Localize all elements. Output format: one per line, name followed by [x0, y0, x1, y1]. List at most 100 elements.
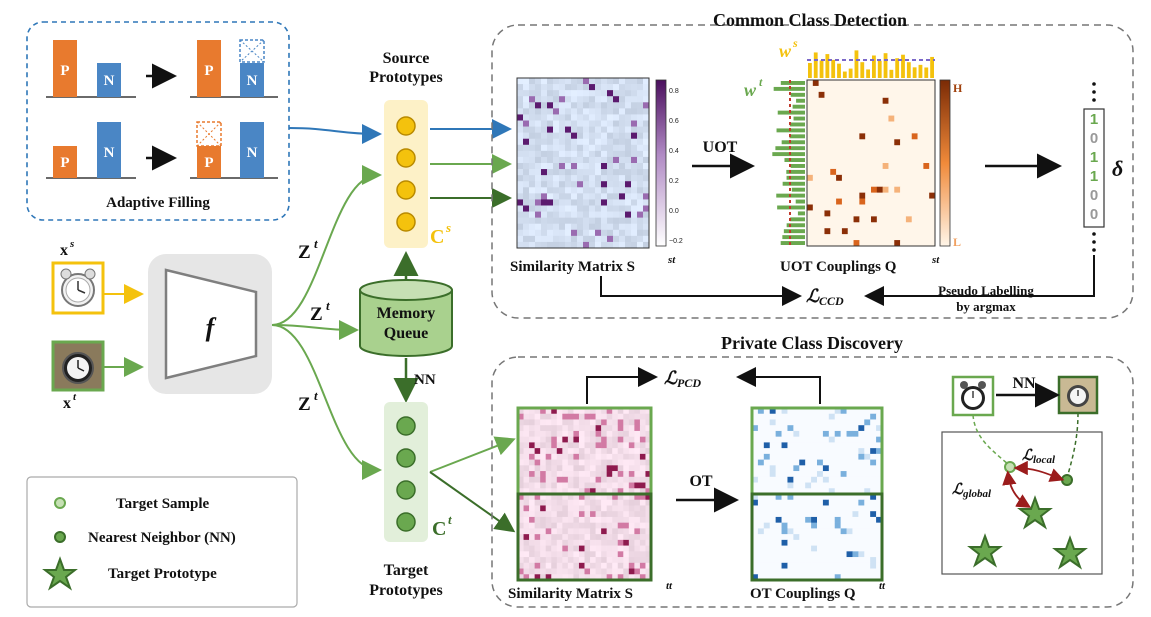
- similarity-cell: [628, 499, 635, 506]
- similarity-cell: [617, 539, 624, 546]
- similarity-cell: [523, 482, 530, 489]
- coupling-cell: [769, 551, 776, 558]
- coupling-cell: [807, 103, 814, 110]
- similarity-cell: [565, 102, 572, 109]
- ccd-similarity-label: Similarity Matrix S: [510, 259, 635, 275]
- coupling-cell: [859, 192, 866, 199]
- coupling-cell: [911, 145, 918, 152]
- coupling-cell: [888, 133, 895, 140]
- coupling-cell: [830, 222, 837, 229]
- similarity-cell: [556, 448, 563, 455]
- similarity-cell: [631, 78, 638, 85]
- similarity-cell: [577, 120, 584, 127]
- similarity-cell: [583, 205, 590, 212]
- ws-bar: [912, 67, 917, 78]
- coupling-cell: [781, 528, 788, 535]
- similarity-cell: [534, 562, 541, 569]
- coupling-cell: [870, 448, 877, 455]
- coupling-cell: [865, 133, 872, 140]
- similarity-cell: [617, 471, 624, 478]
- similarity-cell: [567, 528, 574, 535]
- similarity-cell: [559, 144, 566, 152]
- coupling-cell: [769, 476, 776, 483]
- similarity-cell: [551, 516, 558, 523]
- coupling-cell: [905, 121, 913, 128]
- target-input-symbol: x: [63, 395, 71, 412]
- coupling-cell: [799, 499, 806, 506]
- coupling-cell: [775, 430, 782, 437]
- coupling-cell: [781, 471, 788, 478]
- coupling-cell: [846, 528, 853, 535]
- similarity-cell: [529, 568, 535, 575]
- coupling-cell: [859, 163, 866, 170]
- coupling-cell: [836, 186, 843, 193]
- similarity-cell: [607, 78, 614, 85]
- similarity-cell: [589, 126, 596, 133]
- coupling-cell: [787, 425, 794, 432]
- similarity-cell: [625, 181, 632, 188]
- similarity-cell: [517, 229, 524, 237]
- similarity-cell: [612, 511, 619, 518]
- coupling-cell: [888, 240, 895, 247]
- similarity-cell: [523, 169, 530, 176]
- coupling-cell: [757, 494, 765, 501]
- similarity-cell: [551, 494, 558, 501]
- coupling-cell: [781, 476, 788, 483]
- coupling-cell: [817, 408, 824, 415]
- coupling-cell: [787, 419, 794, 426]
- similarity-cell: [595, 453, 602, 460]
- similarity-cell: [578, 516, 585, 523]
- similarity-cell: [643, 241, 650, 249]
- similarity-cell: [583, 235, 590, 243]
- coupling-cell: [876, 163, 883, 170]
- coupling-cell: [811, 448, 818, 455]
- coupling-cell: [781, 430, 788, 437]
- similarity-cell: [545, 482, 552, 489]
- coupling-cell: [858, 419, 865, 426]
- similarity-cell: [634, 476, 641, 483]
- similarity-cell: [567, 562, 574, 569]
- coupling-cell: [905, 133, 913, 140]
- similarity-cell: [529, 102, 536, 109]
- source-prototype: [396, 212, 416, 232]
- similarity-cell: [607, 132, 614, 140]
- similarity-cell: [584, 488, 591, 495]
- similarity-cell: [529, 574, 535, 581]
- coupling-cell: [852, 505, 859, 512]
- similarity-cell: [628, 413, 635, 420]
- wt-bar: [790, 92, 805, 97]
- similarity-cell: [567, 448, 574, 455]
- coupling-cell: [812, 103, 819, 110]
- similarity-cell: [601, 229, 608, 237]
- similarity-cell: [601, 425, 607, 432]
- coupling-cell: [752, 494, 759, 501]
- coupling-cell: [822, 459, 830, 466]
- similarity-cell: [577, 235, 584, 243]
- similarity-cell: [613, 96, 620, 103]
- similarity-cell: [518, 516, 524, 523]
- coupling-cell: [841, 91, 849, 99]
- similarity-cell: [556, 499, 563, 506]
- coupling-cell: [834, 425, 841, 432]
- similarity-cell: [523, 156, 530, 164]
- coupling-cell: [871, 174, 878, 182]
- similarity-cell: [523, 539, 530, 546]
- similarity-cell: [562, 419, 569, 426]
- similarity-cell: [601, 511, 607, 518]
- coupling-cell: [871, 127, 878, 134]
- similarity-cell: [529, 241, 536, 249]
- similarity-cell: [541, 181, 548, 188]
- similarity-cell: [623, 442, 630, 449]
- coupling-cell: [763, 419, 771, 426]
- coupling-cell: [781, 568, 788, 575]
- coupling-cell: [917, 174, 924, 182]
- coupling-cell: [824, 115, 831, 122]
- similarity-cell: [623, 522, 630, 529]
- source-prototypes-box: [384, 100, 428, 248]
- similarity-cell: [578, 482, 585, 489]
- similarity-cell: [584, 545, 591, 552]
- coupling-cell: [763, 562, 771, 569]
- coupling-cell: [917, 157, 924, 164]
- similarity-cell: [601, 90, 608, 97]
- coupling-cell: [787, 505, 794, 512]
